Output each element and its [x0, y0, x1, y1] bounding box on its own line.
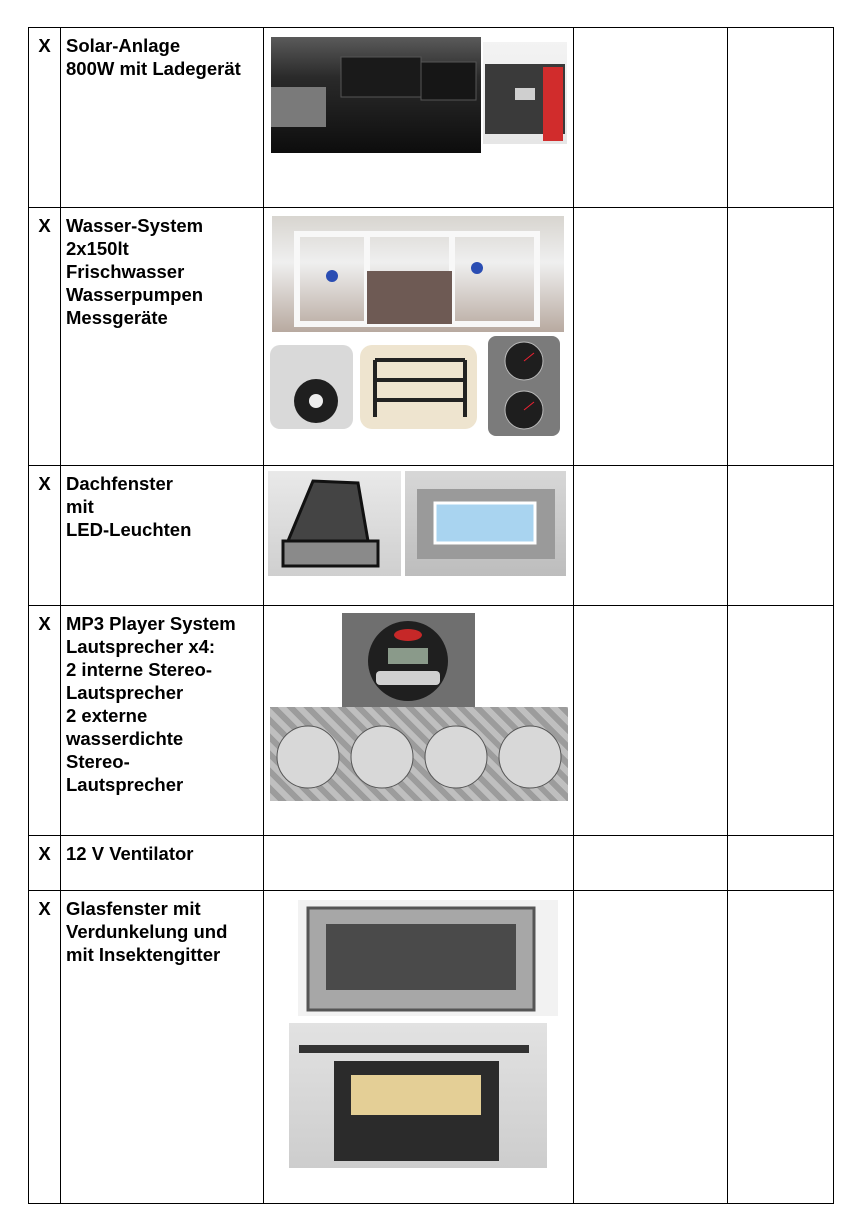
- description-line: Lautsprecher: [66, 774, 184, 795]
- check-mark: X: [28, 27, 61, 208]
- glass-window-photo: [298, 900, 558, 1016]
- check-mark: X: [28, 605, 61, 836]
- mp3-player-photo: [342, 613, 475, 708]
- hinged-window-photo: [289, 1023, 547, 1168]
- check-mark: X: [28, 835, 61, 891]
- empty-cell: [573, 465, 728, 606]
- item-description: Glasfenster mit Verdunkelung und mit Ins…: [60, 890, 264, 1204]
- solar-panels-photo: [271, 37, 481, 153]
- table-row: X Glasfenster mit Verdunkelung und mit I…: [28, 890, 834, 1204]
- description-line: mit: [66, 496, 94, 517]
- description-line: 2 externe: [66, 705, 148, 726]
- speakers-photo: [270, 707, 568, 801]
- item-description: MP3 Player System Lautsprecher x4: 2 int…: [60, 605, 264, 836]
- photo-cell: [263, 465, 574, 606]
- description-line: 800W mit Ladegerät: [66, 58, 241, 79]
- description-line: Frischwasser: [66, 261, 185, 282]
- photo-cell: [263, 890, 574, 1204]
- item-description: Solar-Anlage 800W mit Ladegerät: [60, 27, 264, 208]
- table-row: X MP3 Player System Lautsprecher x4: 2 i…: [28, 605, 834, 836]
- description-line: Dachfenster: [66, 473, 173, 494]
- description-line: Messgeräte: [66, 307, 168, 328]
- photo-cell: [263, 605, 574, 836]
- description-line: MP3 Player System: [66, 613, 236, 634]
- gauges-photo: [488, 336, 560, 436]
- table-row: X Solar-Anlage 800W mit Ladegerät: [28, 27, 834, 208]
- empty-cell: [573, 605, 728, 836]
- description-line: mit Insektengitter: [66, 944, 221, 965]
- roof-hatch-photo: [268, 471, 401, 576]
- description-line: Stereo-: [66, 751, 130, 772]
- description-line: Glasfenster mit: [66, 898, 201, 919]
- water-tank-photo: [272, 216, 564, 332]
- description-line: Verdunkelung und: [66, 921, 228, 942]
- charge-controller-photo: [483, 42, 567, 144]
- description-line: Wasser-System: [66, 215, 204, 236]
- equipment-table: X Solar-Anlage 800W mit Ladegerät: [28, 27, 834, 1204]
- empty-cell: [573, 890, 728, 1204]
- photo-cell: [263, 27, 574, 208]
- empty-cell: [573, 835, 728, 891]
- rack-photo: [360, 345, 477, 429]
- empty-cell: [727, 605, 834, 836]
- description-line: 2 interne Stereo-: [66, 659, 212, 680]
- description-line: LED-Leuchten: [66, 519, 192, 540]
- water-pump-photo: [270, 345, 353, 429]
- table-row: X Wasser-System 2x150lt Frischwasser Was…: [28, 207, 834, 466]
- description-line: 2x150lt: [66, 238, 129, 259]
- empty-cell: [727, 27, 834, 208]
- check-mark: X: [28, 465, 61, 606]
- table-row: X 12 V Ventilator: [28, 835, 834, 891]
- description-line: wasserdichte: [66, 728, 184, 749]
- description-line: Solar-Anlage: [66, 35, 181, 56]
- empty-cell: [727, 835, 834, 891]
- check-mark: X: [28, 207, 61, 466]
- description-line: Lautsprecher: [66, 682, 184, 703]
- roof-window-led-photo: [405, 471, 566, 576]
- description-line: Wasserpumpen: [66, 284, 204, 305]
- empty-cell: [727, 890, 834, 1204]
- description-line: Lautsprecher x4:: [66, 636, 216, 657]
- check-mark: X: [28, 890, 61, 1204]
- empty-cell: [727, 465, 834, 606]
- table-row: X Dachfenster mit LED-Leuchten: [28, 465, 834, 606]
- description-line: 12 V Ventilator: [66, 843, 194, 864]
- item-description: Dachfenster mit LED-Leuchten: [60, 465, 264, 606]
- photo-cell: [263, 835, 574, 891]
- empty-cell: [573, 207, 728, 466]
- empty-cell: [573, 27, 728, 208]
- photo-cell: [263, 207, 574, 466]
- item-description: 12 V Ventilator: [60, 835, 264, 891]
- item-description: Wasser-System 2x150lt Frischwasser Wasse…: [60, 207, 264, 466]
- empty-cell: [727, 207, 834, 466]
